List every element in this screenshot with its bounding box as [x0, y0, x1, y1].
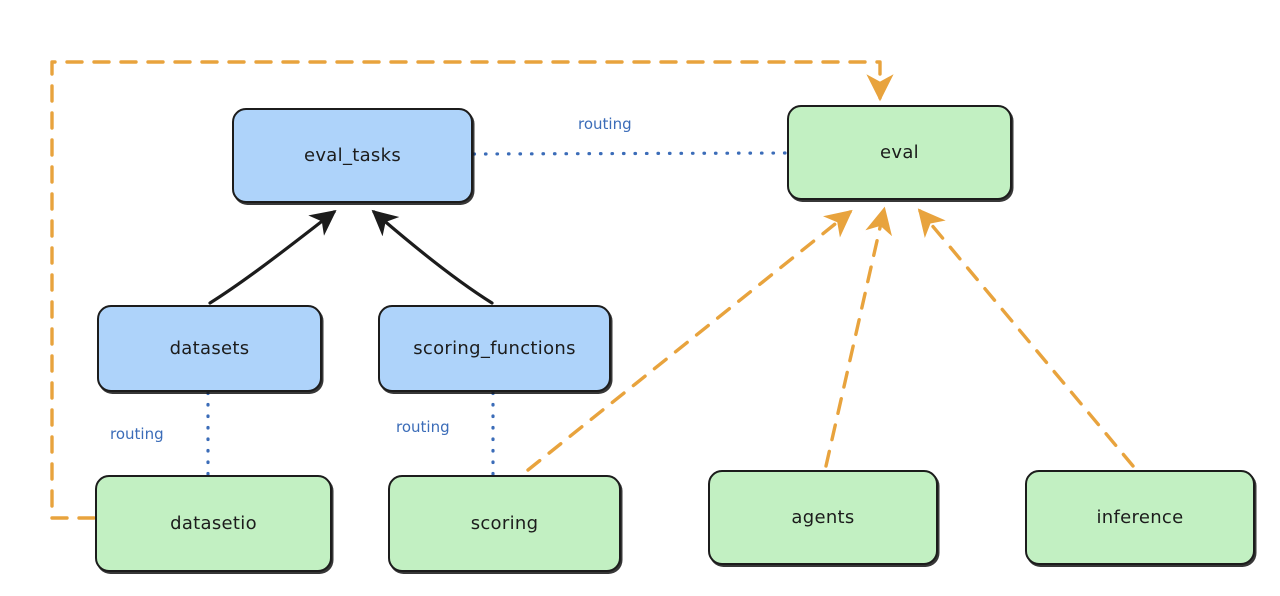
- edge-agents-eval: [824, 206, 893, 468]
- node-datasetio[interactable]: datasetio: [95, 475, 332, 572]
- node-label-eval-tasks: eval_tasks: [303, 145, 402, 166]
- node-eval[interactable]: eval: [787, 105, 1012, 200]
- edge-routing-eval-tasks-eval: [472, 151, 788, 156]
- edge-scoring-eval: [526, 209, 853, 472]
- node-label-inference: inference: [1096, 507, 1184, 528]
- node-label-scoring-functions: scoring_functions: [413, 338, 576, 359]
- node-datasets[interactable]: datasets: [97, 305, 322, 392]
- node-scoring[interactable]: scoring: [388, 475, 621, 572]
- edge-datasets-eval-tasks: [208, 210, 337, 305]
- node-label-eval: eval: [880, 142, 919, 163]
- node-eval-tasks[interactable]: eval_tasks: [232, 108, 473, 203]
- node-label-datasets: datasets: [169, 338, 250, 359]
- edge-label-routing-datasets: routing: [110, 425, 164, 443]
- node-scoring-functions[interactable]: scoring_functions: [378, 305, 611, 392]
- node-label-datasetio: datasetio: [170, 513, 257, 534]
- edge-scoring-functions-eval-tasks: [371, 209, 494, 305]
- edge-label-routing-scoring-functions: routing: [396, 418, 450, 436]
- edge-datasetio-eval: [50, 60, 894, 520]
- node-label-scoring: scoring: [470, 513, 539, 534]
- node-label-agents: agents: [791, 507, 855, 528]
- node-inference[interactable]: inference: [1025, 470, 1255, 565]
- node-agents[interactable]: agents: [708, 470, 938, 565]
- edge-inference-eval: [917, 208, 1135, 468]
- edge-label-routing-eval-tasks: routing: [578, 115, 632, 133]
